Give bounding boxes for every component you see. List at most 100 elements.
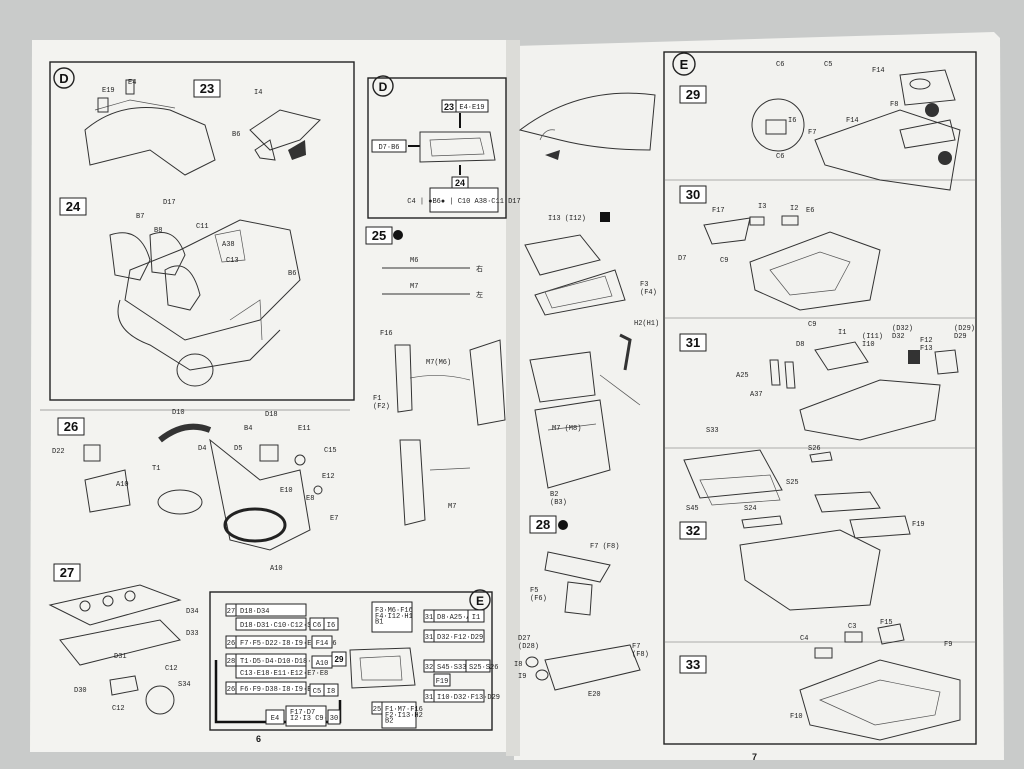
flow-e-right-3-text: I1: [472, 614, 480, 622]
panel-d-steps-23-24: D 23 24 E4 E19 I4 B6 B7 B8 D17 C11 A38 C…: [49, 61, 355, 401]
part-c4: C4: [800, 635, 808, 643]
part-f1-f2: F1(F2): [373, 395, 390, 411]
part-m7-b: M7: [448, 503, 456, 511]
flow-e-mid-2: I6: [327, 622, 335, 630]
part-f7-f8-b: F7(F8): [632, 643, 649, 659]
panel-step-26: 26 D22 D10 D18 B4 E11 C15 D4 D5 T1 A10 E…: [40, 409, 350, 573]
flow-e-right-2-text: D8·A25·A37: [437, 614, 479, 622]
part-m6: M6: [410, 257, 418, 265]
part-f3-f4: F3(F4): [640, 281, 657, 297]
flow-e-row-2-text: D18·D31·C10·C12·S34: [240, 622, 320, 630]
part-f7: F7: [808, 129, 816, 137]
flow-e-right-5-text: S45·S33·S24: [437, 664, 483, 672]
panel-step-27: 27 D34 D33 D31 C12 S34 D30 C12: [48, 563, 199, 715]
step-27-label: 27: [60, 565, 74, 580]
part-s24: S24: [744, 505, 757, 513]
part-i6: I6: [788, 117, 796, 125]
part-d4: D4: [198, 445, 206, 453]
part-d22: D22: [52, 448, 65, 456]
part-e4: E4: [128, 79, 136, 87]
flow-e-row-4-text: T1·D5·D4·D10·D18·B4: [240, 658, 320, 666]
part-d31: D31: [114, 653, 127, 661]
step-24-label: 24: [66, 199, 81, 214]
section-d-badge: [53, 67, 75, 89]
flow-e-right-8-text: I10·D32·F13·D29: [437, 694, 500, 702]
part-e19: E19: [102, 87, 115, 95]
flow-e-bottom-left: E4: [271, 715, 279, 723]
section-d-label: D: [59, 71, 68, 86]
part-e20: E20: [588, 691, 601, 699]
flow-e-row-3-num: 26: [227, 640, 235, 648]
step-32-label: 32: [686, 523, 700, 538]
part-f9: F9: [944, 641, 952, 649]
step-33-label: 33: [686, 657, 700, 672]
part-f19: F19: [912, 521, 925, 529]
part-a10: A10: [116, 481, 129, 489]
part-c12: C12: [165, 665, 178, 673]
part-f14-b: F14: [846, 117, 859, 125]
flow-d-bottom-row: C4 | ●B6● | C10 A38·C11 D17: [407, 198, 520, 206]
part-e11: E11: [298, 425, 311, 433]
flow-e-right-5-num: 32: [425, 664, 433, 672]
part-b6-b: B6: [288, 270, 296, 278]
part-f16: F16: [380, 330, 393, 338]
part-b4: B4: [244, 425, 252, 433]
flow-e-mid-4: A10: [316, 660, 329, 668]
part-s25: S25: [786, 479, 799, 487]
part-e10: E10: [280, 487, 293, 495]
part-d7: D7: [678, 255, 686, 263]
part-c3: C3: [848, 623, 856, 631]
flow-d-left-box: D7·B6: [378, 144, 399, 152]
part-i13-i12: I13 (I12): [548, 215, 586, 223]
part-m7: M7: [410, 283, 418, 291]
flow-e-right-8-num: 31: [425, 694, 433, 702]
part-f10: F10: [790, 713, 803, 721]
part-i3: I3: [758, 203, 766, 211]
part-d29: (D29)D29: [954, 325, 975, 341]
section-d-small-badge: [372, 75, 394, 97]
panel-d-flowchart: D 23 E4·E19 D7·B6 24 C4 | ●B6● | C10 A38…: [367, 75, 521, 219]
part-b2-b3: B2(B3): [550, 491, 567, 507]
flow-e-row-1-num: 27: [227, 608, 235, 616]
part-a37: A37: [750, 391, 763, 399]
section-e-flow-label: E: [476, 594, 484, 608]
part-f7-f8: F7 (F8): [590, 543, 619, 551]
flow-e-row-6-num: 26: [227, 686, 235, 694]
part-c9: C9: [720, 257, 728, 265]
panel-door-assembly: I13 (I12) F3(F4) H2(H1) M7 (M8) B2(B3) 2…: [514, 92, 659, 699]
part-a10-b: A10: [270, 565, 283, 573]
flow-e-mid-6: I8: [327, 688, 335, 696]
part-c9-b: C9: [808, 321, 816, 329]
part-d34: D34: [186, 608, 199, 616]
part-i9: I9: [518, 673, 526, 681]
flow-step-23: 23: [444, 102, 454, 112]
step-25-label: 25: [372, 228, 386, 243]
section-e-badge: [672, 52, 696, 76]
flow-e-right-4-text: D32·F12·D29: [437, 634, 483, 642]
part-s45: S45: [686, 505, 699, 513]
part-c5: C5: [824, 61, 832, 69]
part-d32: (D32)D32: [892, 325, 913, 341]
section-d-small-label: D: [379, 80, 388, 94]
part-d30: D30: [74, 687, 87, 695]
part-a38: A38: [222, 241, 235, 249]
part-i2: I2: [790, 205, 798, 213]
panel-e-flowchart: E 27 D18·D34 D18·D31·C10·C12·S34 26 F7·F…: [209, 589, 500, 731]
part-d5: D5: [234, 445, 242, 453]
flow-e-right-7-text: F19: [436, 678, 449, 686]
part-f14: F14: [872, 67, 885, 75]
step-28-label: 28: [536, 517, 550, 532]
part-f8: F8: [890, 101, 898, 109]
step-30-label: 30: [686, 187, 700, 202]
section-e-label: E: [680, 57, 689, 72]
flow-step-24: 24: [455, 178, 465, 188]
part-c11: C11: [196, 223, 209, 231]
part-f17: F17: [712, 207, 725, 215]
part-f15: F15: [880, 619, 893, 627]
flow-e-mid-5: C5: [313, 688, 321, 696]
